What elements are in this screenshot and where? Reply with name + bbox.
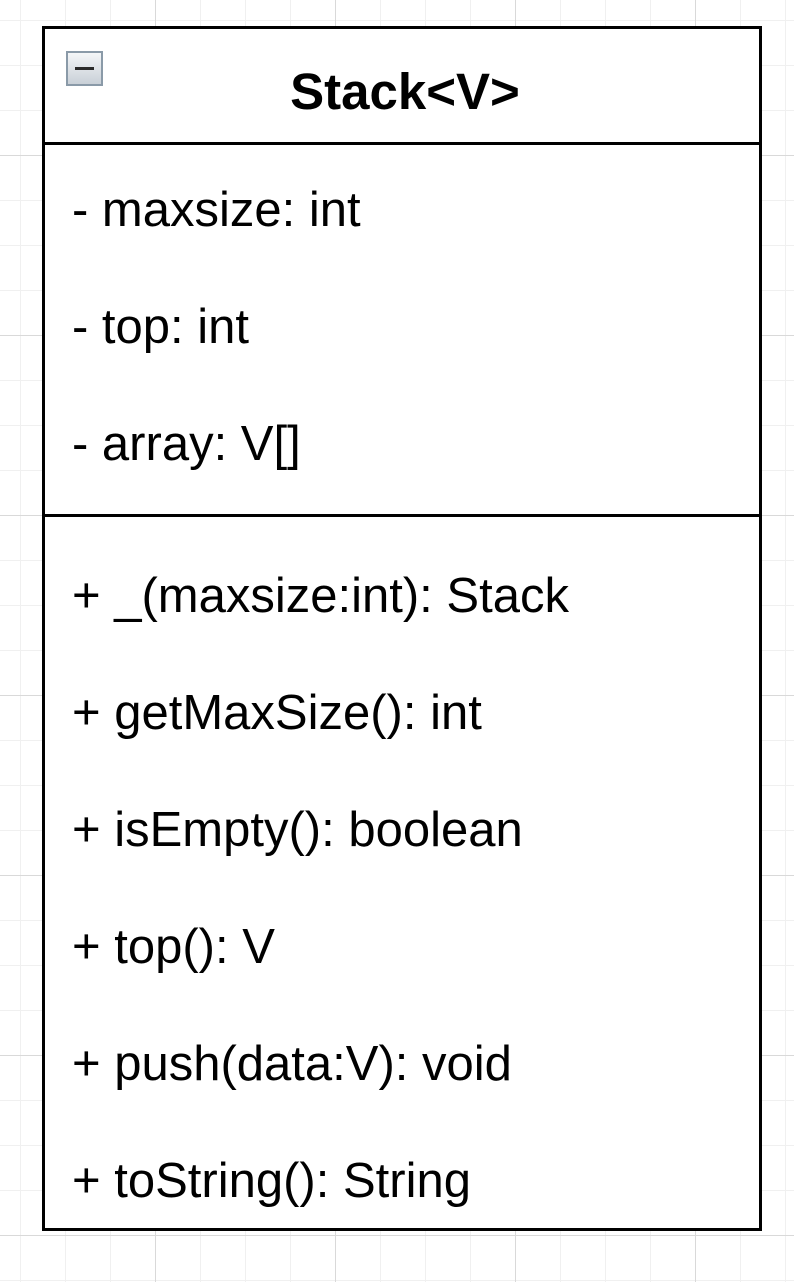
attribute-row[interactable]: - maxsize: int bbox=[72, 183, 361, 237]
operation-row[interactable]: + toString(): String bbox=[72, 1154, 471, 1208]
operation-row[interactable]: + push(data:V): void bbox=[72, 1037, 512, 1091]
attributes-compartment: - maxsize: int - top: int - array: V[] bbox=[45, 145, 759, 517]
uml-class-box[interactable]: Stack<V> - maxsize: int - top: int - arr… bbox=[42, 26, 762, 1231]
operation-row[interactable]: + _(maxsize:int): Stack bbox=[72, 569, 569, 623]
minus-icon bbox=[75, 67, 94, 70]
operation-row[interactable]: + top(): V bbox=[72, 920, 275, 974]
collapse-toggle-icon[interactable] bbox=[66, 51, 103, 86]
attribute-row[interactable]: - top: int bbox=[72, 300, 250, 354]
class-name: Stack<V> bbox=[290, 63, 520, 120]
operation-row[interactable]: + getMaxSize(): int bbox=[72, 686, 482, 740]
attribute-row[interactable]: - array: V[] bbox=[72, 417, 301, 471]
class-header: Stack<V> bbox=[45, 29, 759, 145]
operation-row[interactable]: + isEmpty(): boolean bbox=[72, 803, 523, 857]
